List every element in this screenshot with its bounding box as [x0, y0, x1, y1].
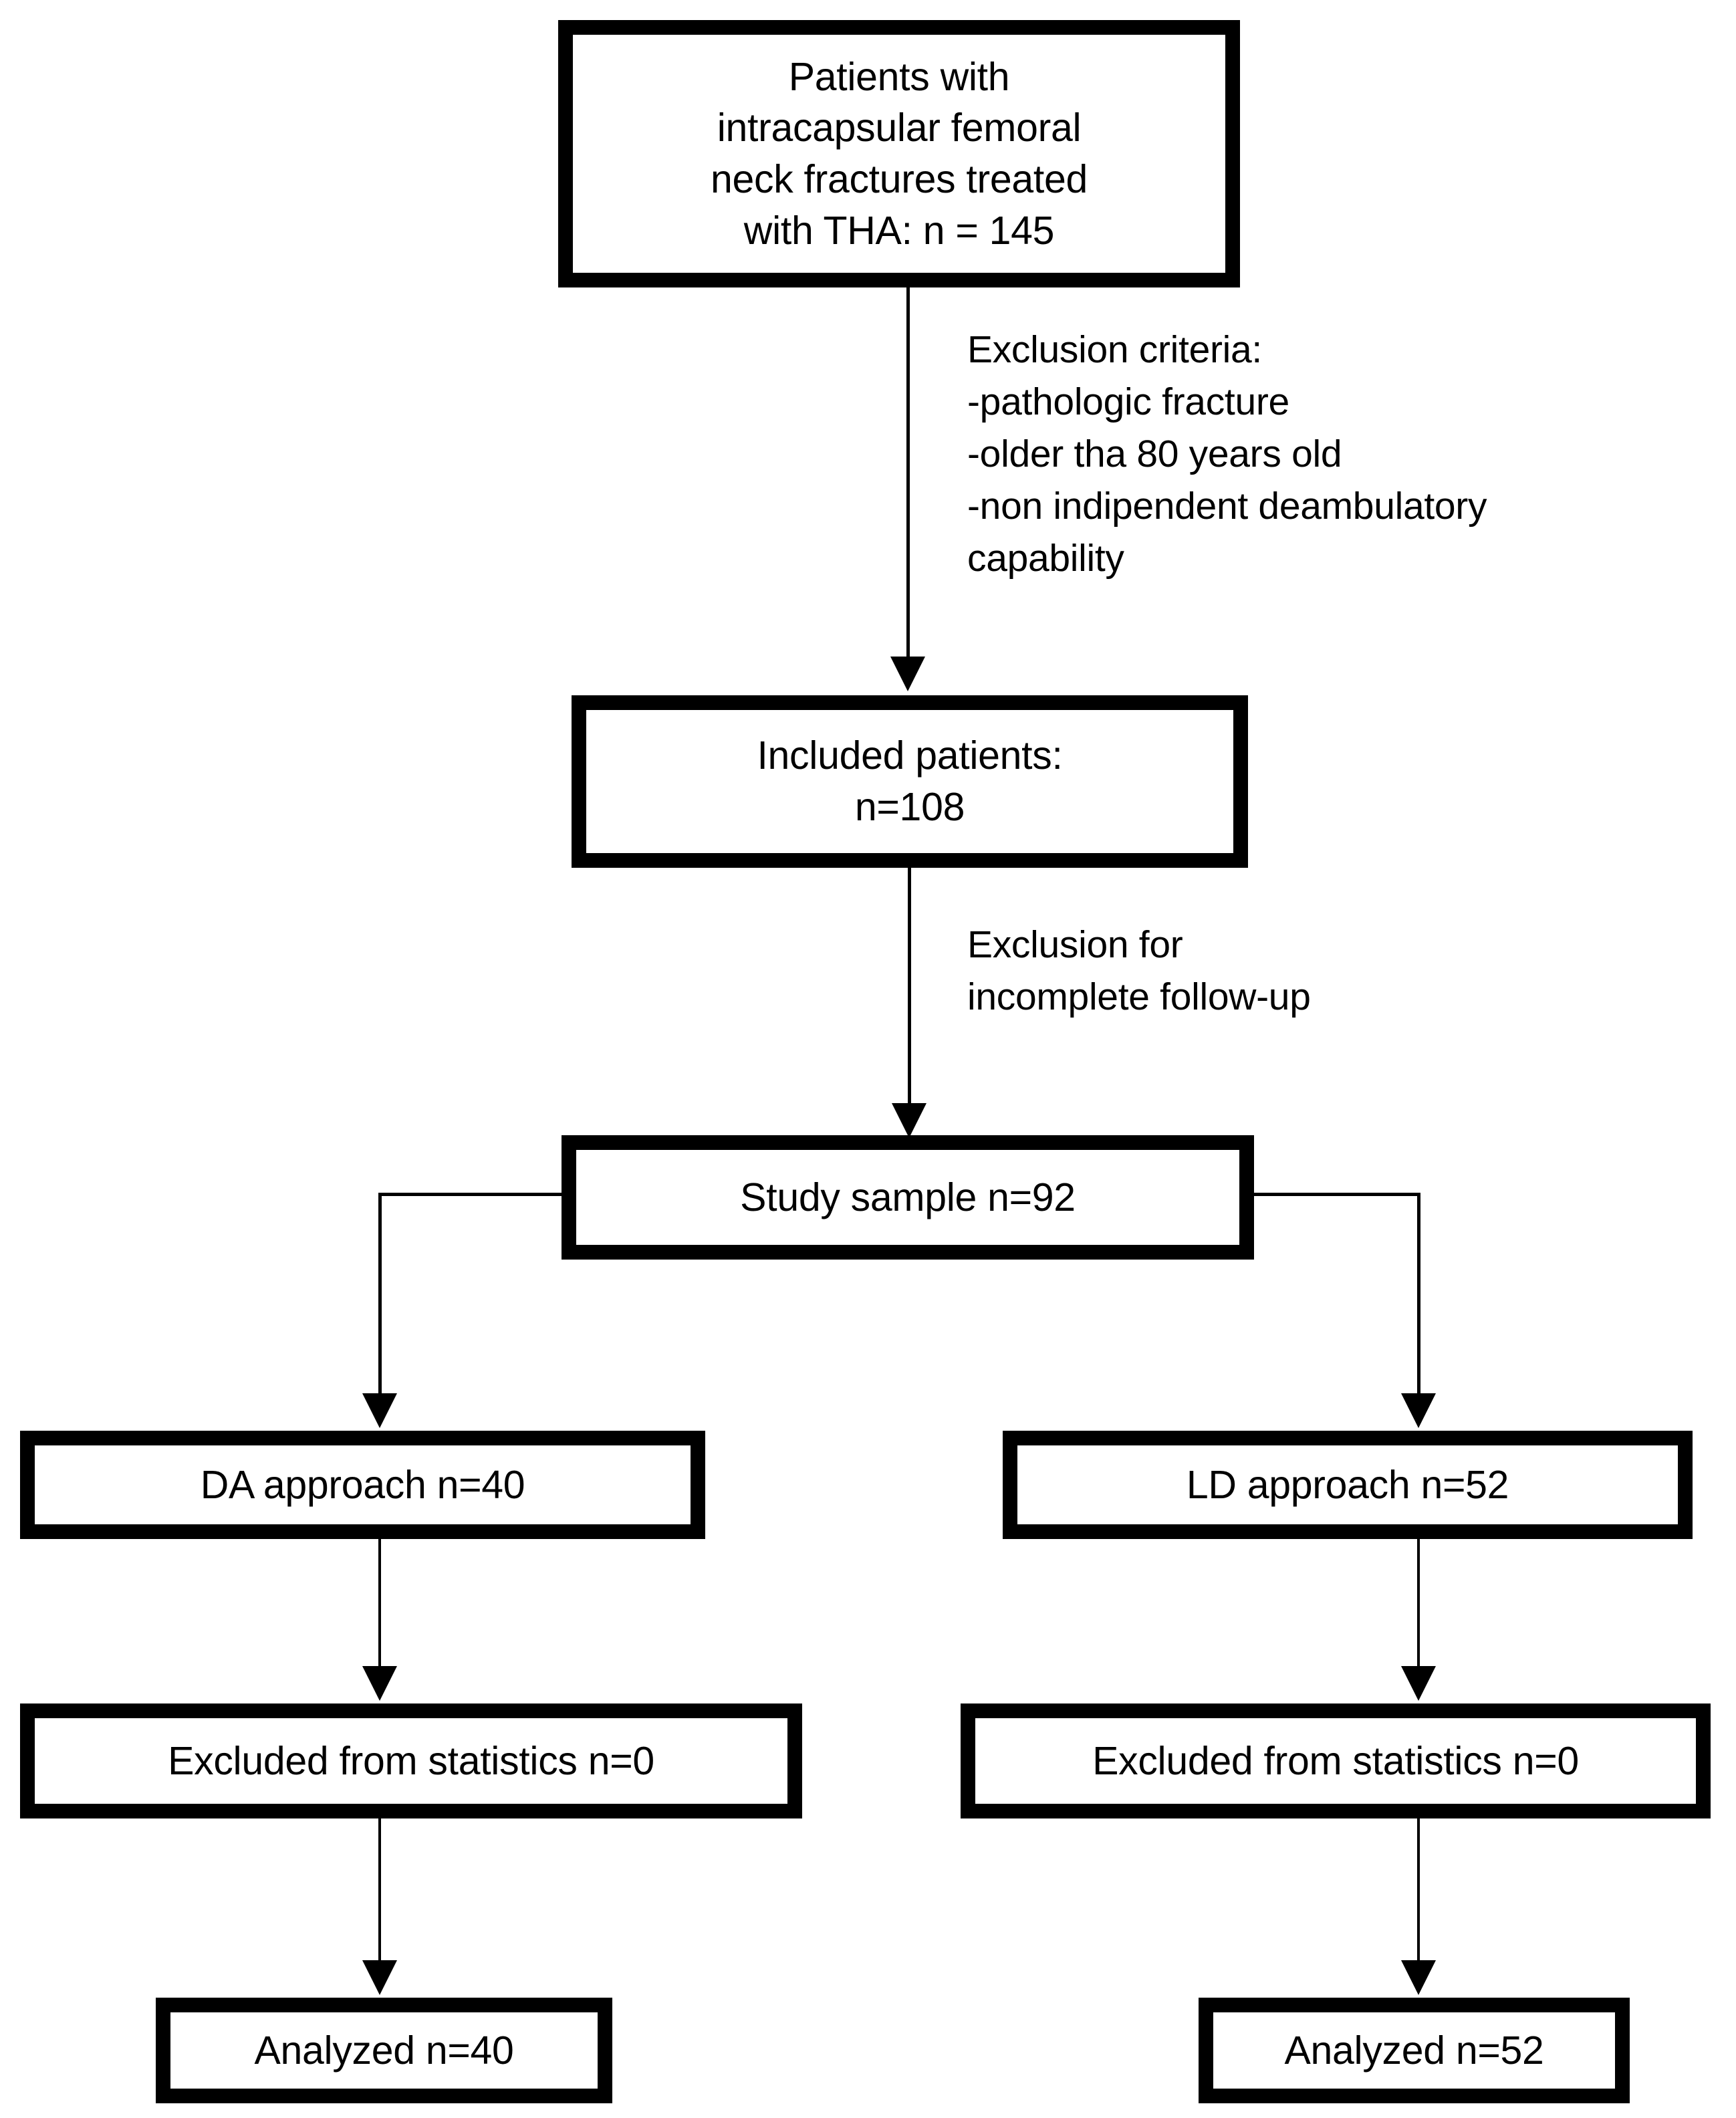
arrowhead-da-to-excluded	[362, 1666, 397, 1701]
connector-source-to-included	[906, 287, 910, 657]
node-ld-approach: LD approach n=52	[1003, 1431, 1693, 1539]
node-da-approach: DA approach n=40	[20, 1431, 705, 1539]
node-excluded-left: Excluded from statistics n=0	[20, 1703, 802, 1818]
connector-excluded-to-analyzed-right	[1417, 1818, 1420, 1960]
connector-da-to-excluded	[378, 1539, 381, 1666]
arrowhead-ld-to-excluded	[1401, 1666, 1436, 1701]
node-included-patients: Included patients: n=108	[572, 695, 1248, 868]
annotation-followup-exclusion: Exclusion for incomplete follow-up	[967, 923, 1311, 1019]
node-excluded-right: Excluded from statistics n=0	[961, 1703, 1711, 1818]
node-study-sample: Study sample n=92	[562, 1135, 1254, 1260]
arrowhead-source-to-included	[890, 657, 925, 691]
arrowhead-excluded-to-analyzed-right	[1401, 1960, 1436, 1995]
node-source-cohort: Patients with intracapsular femoral neck…	[558, 20, 1240, 287]
arrowhead-included-to-study	[892, 1103, 926, 1138]
node-analyzed-left: Analyzed n=40	[156, 1998, 612, 2103]
connector-ld-to-excluded	[1417, 1539, 1420, 1666]
connector-branch-left-drop	[378, 1193, 382, 1393]
connector-included-to-study	[908, 868, 911, 1103]
arrowhead-branch-right	[1401, 1393, 1436, 1428]
node-analyzed-right: Analyzed n=52	[1199, 1998, 1630, 2103]
connector-study-branch-left	[378, 1193, 572, 1196]
arrowhead-branch-left	[362, 1393, 397, 1428]
connector-branch-right-drop	[1417, 1193, 1420, 1393]
annotation-exclusion-criteria: Exclusion criteria: -pathologic fracture…	[967, 328, 1487, 580]
connector-excluded-to-analyzed-left	[378, 1818, 381, 1960]
connector-study-branch-right	[1245, 1193, 1420, 1196]
arrowhead-excluded-to-analyzed-left	[362, 1960, 397, 1995]
